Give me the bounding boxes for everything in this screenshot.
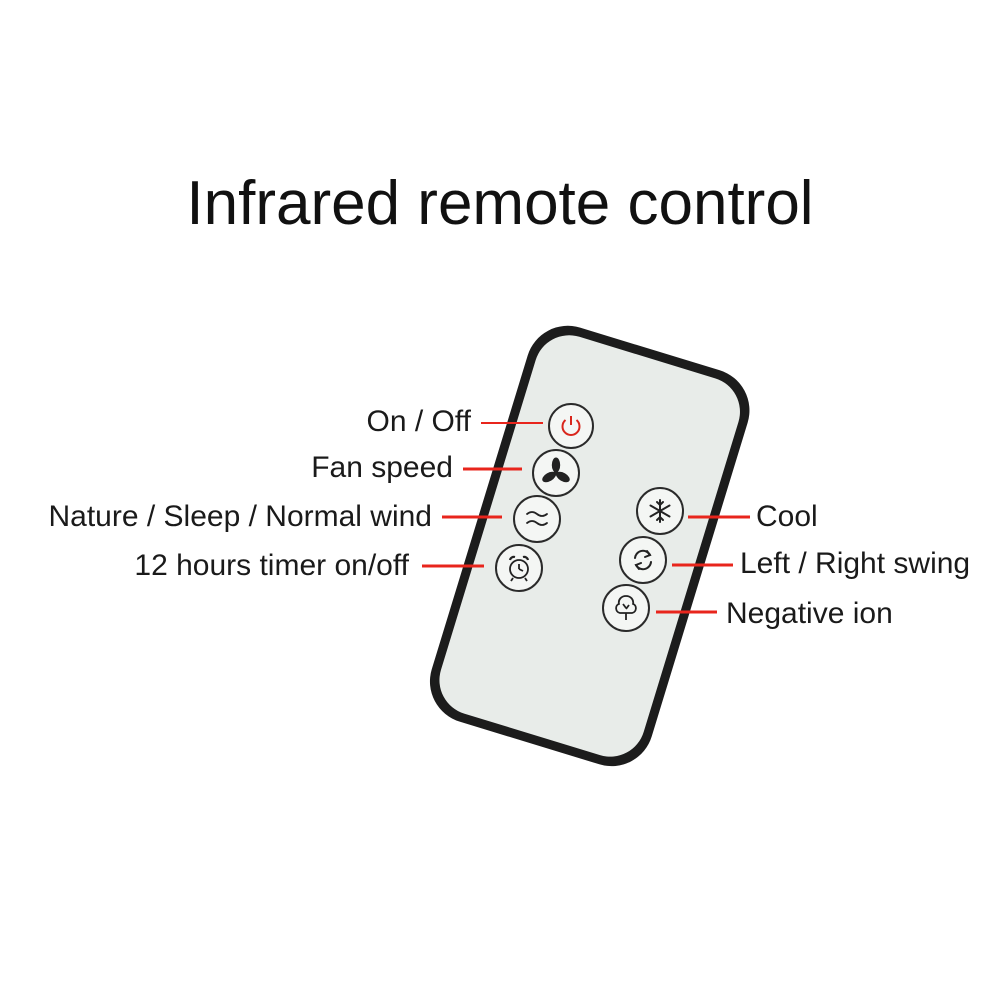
swing-button[interactable] [619,536,667,584]
swing-arrows-icon [634,549,652,571]
timer-button[interactable] [495,544,543,592]
power-button[interactable] [548,403,594,449]
label-timer: 12 hours timer on/off [134,549,409,582]
label-cool: Cool [756,500,818,533]
power-icon [561,416,581,436]
negative-ion-button[interactable] [602,584,650,632]
alarm-clock-icon [508,555,530,582]
fan-speed-button[interactable] [532,449,580,497]
fan-icon [542,457,570,483]
snowflake-icon [649,499,671,523]
label-fan-speed: Fan speed [311,451,453,484]
cool-button[interactable] [636,487,684,535]
diagram-title: Infrared remote control [186,169,814,238]
remote-body [429,325,750,767]
wind-mode-button[interactable] [513,495,561,543]
label-swing: Left / Right swing [740,547,971,580]
label-wind-mode: Nature / Sleep / Normal wind [48,500,433,533]
wind-waves-icon [526,511,548,526]
tree-icon [615,595,637,620]
label-negative-ion: Negative ion [726,597,893,630]
label-on-off: On / Off [366,405,472,438]
